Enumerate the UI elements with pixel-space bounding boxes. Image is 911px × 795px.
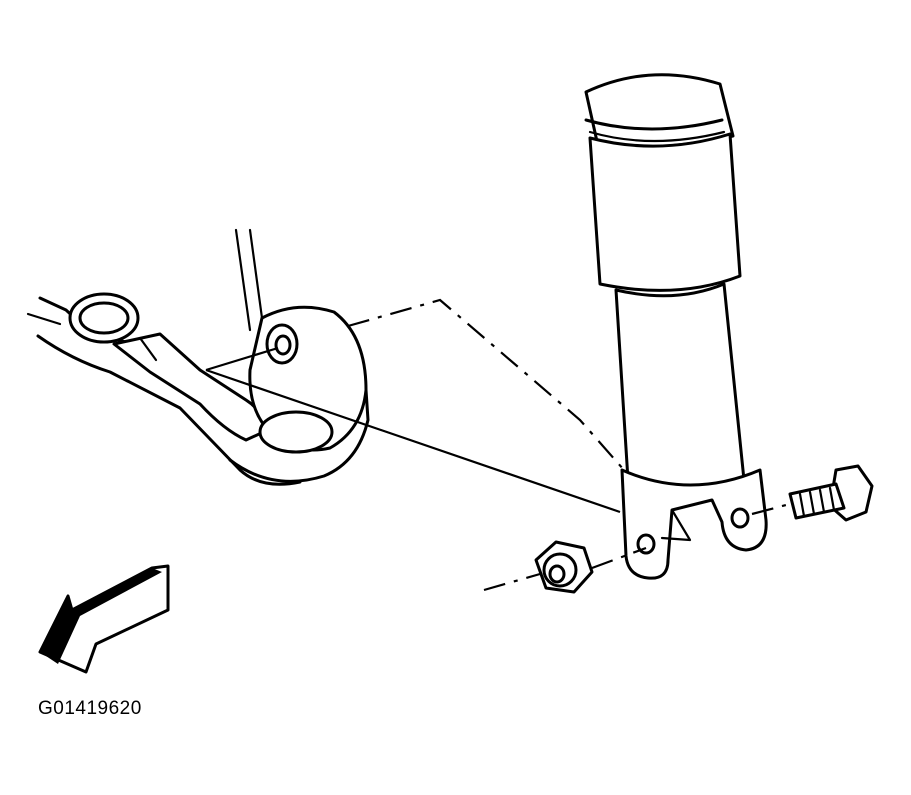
shock-lower-bracket <box>620 468 768 580</box>
figure-id-label: G01419620 <box>38 698 142 719</box>
alignment-lines <box>205 298 791 592</box>
bracket-hole-rear <box>730 507 750 529</box>
shock-lower-tube <box>614 282 746 489</box>
mounting-bolt <box>788 464 874 522</box>
shock-dust-boot <box>588 132 742 292</box>
front-direction-arrow-icon <box>38 564 170 674</box>
mount-pad <box>258 410 334 454</box>
shock-absorber <box>584 73 768 580</box>
hex-nut <box>534 540 594 594</box>
lower-control-arm <box>26 228 370 486</box>
